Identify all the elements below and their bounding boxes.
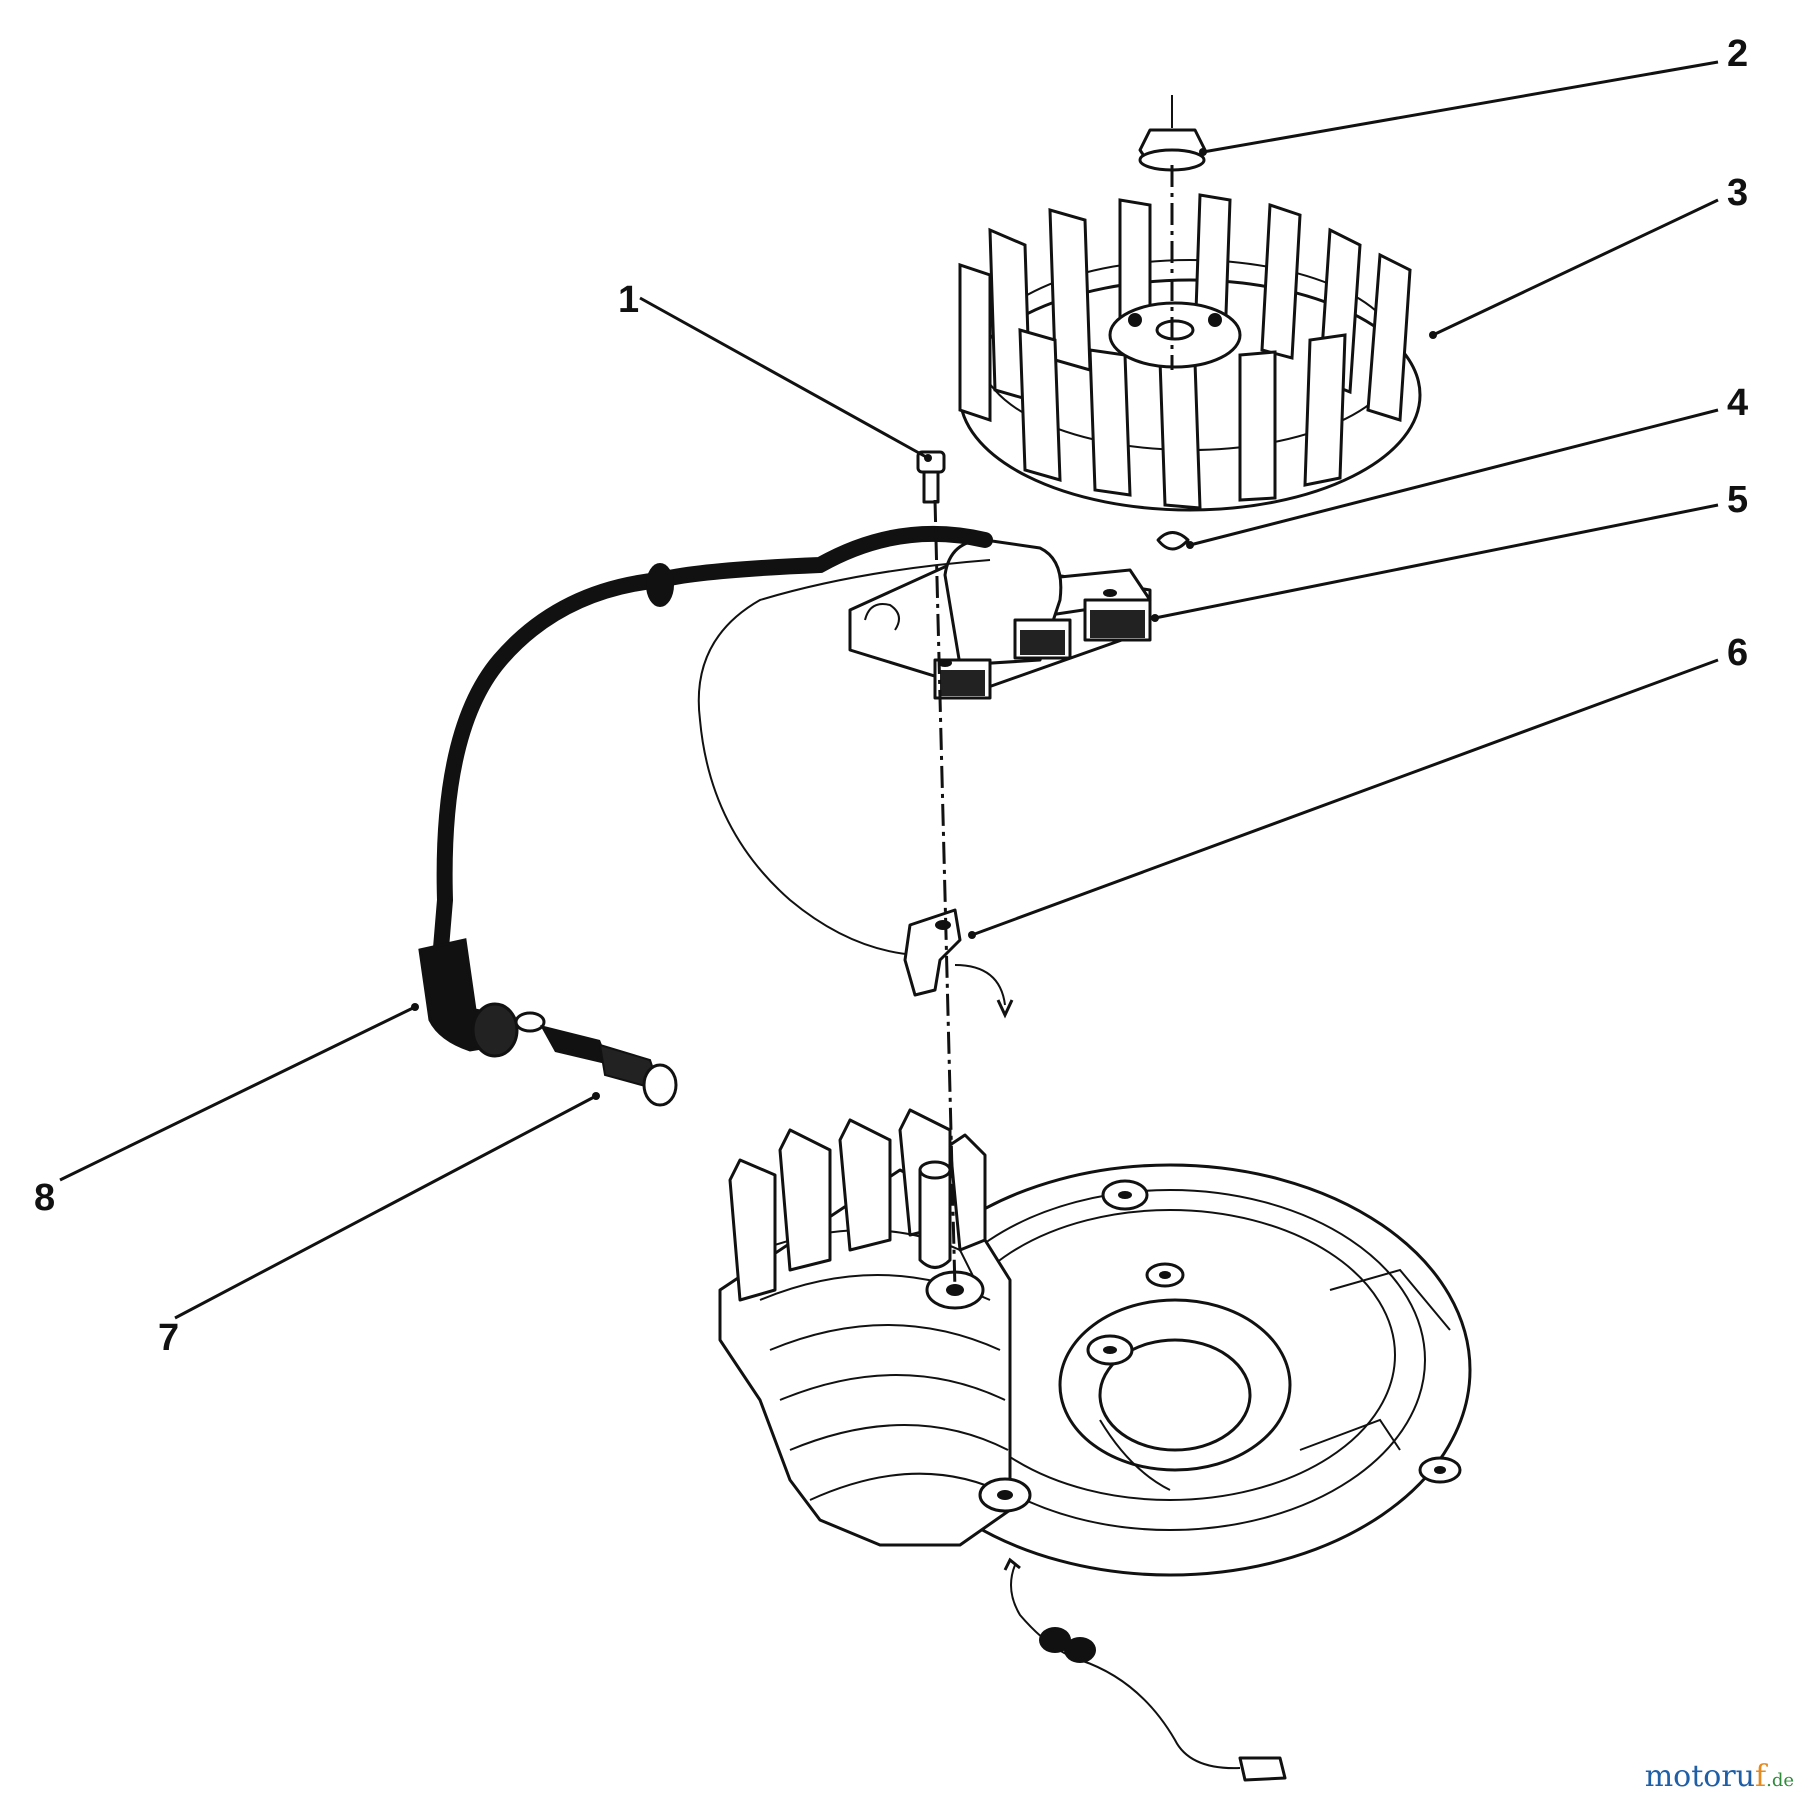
callout-numbers: 1 2 3 4 5 6 7 8: [34, 33, 1748, 1359]
spark-plug-lead: [432, 525, 993, 968]
flywheel-key: [1156, 531, 1190, 551]
spark-plug: [514, 1011, 678, 1107]
callout-4: 4: [1727, 382, 1748, 424]
callout-5: 5: [1727, 479, 1748, 521]
ignition-module: [848, 538, 1152, 700]
callout-8: 8: [34, 1177, 55, 1219]
assembly-centerlines: [933, 165, 1174, 1291]
flywheel-nut: [1138, 95, 1207, 172]
watermark-tld: .de: [1766, 1770, 1794, 1791]
flywheel: [958, 193, 1422, 512]
callout-2: 2: [1727, 33, 1748, 75]
callout-6: 6: [1727, 632, 1748, 674]
ground-wire: [1003, 1557, 1287, 1782]
watermark-main: motoru: [1644, 1759, 1755, 1794]
engine-block: [718, 1108, 1472, 1577]
callout-leaders: [59, 60, 1719, 1320]
watermark-logo: motoruf.de: [1645, 1759, 1794, 1794]
watermark-accent: f: [1754, 1759, 1767, 1794]
callout-3: 3: [1727, 172, 1748, 214]
callout-7: 7: [158, 1317, 179, 1359]
callout-1: 1: [618, 279, 639, 321]
spark-plug-boot: [418, 938, 519, 1058]
